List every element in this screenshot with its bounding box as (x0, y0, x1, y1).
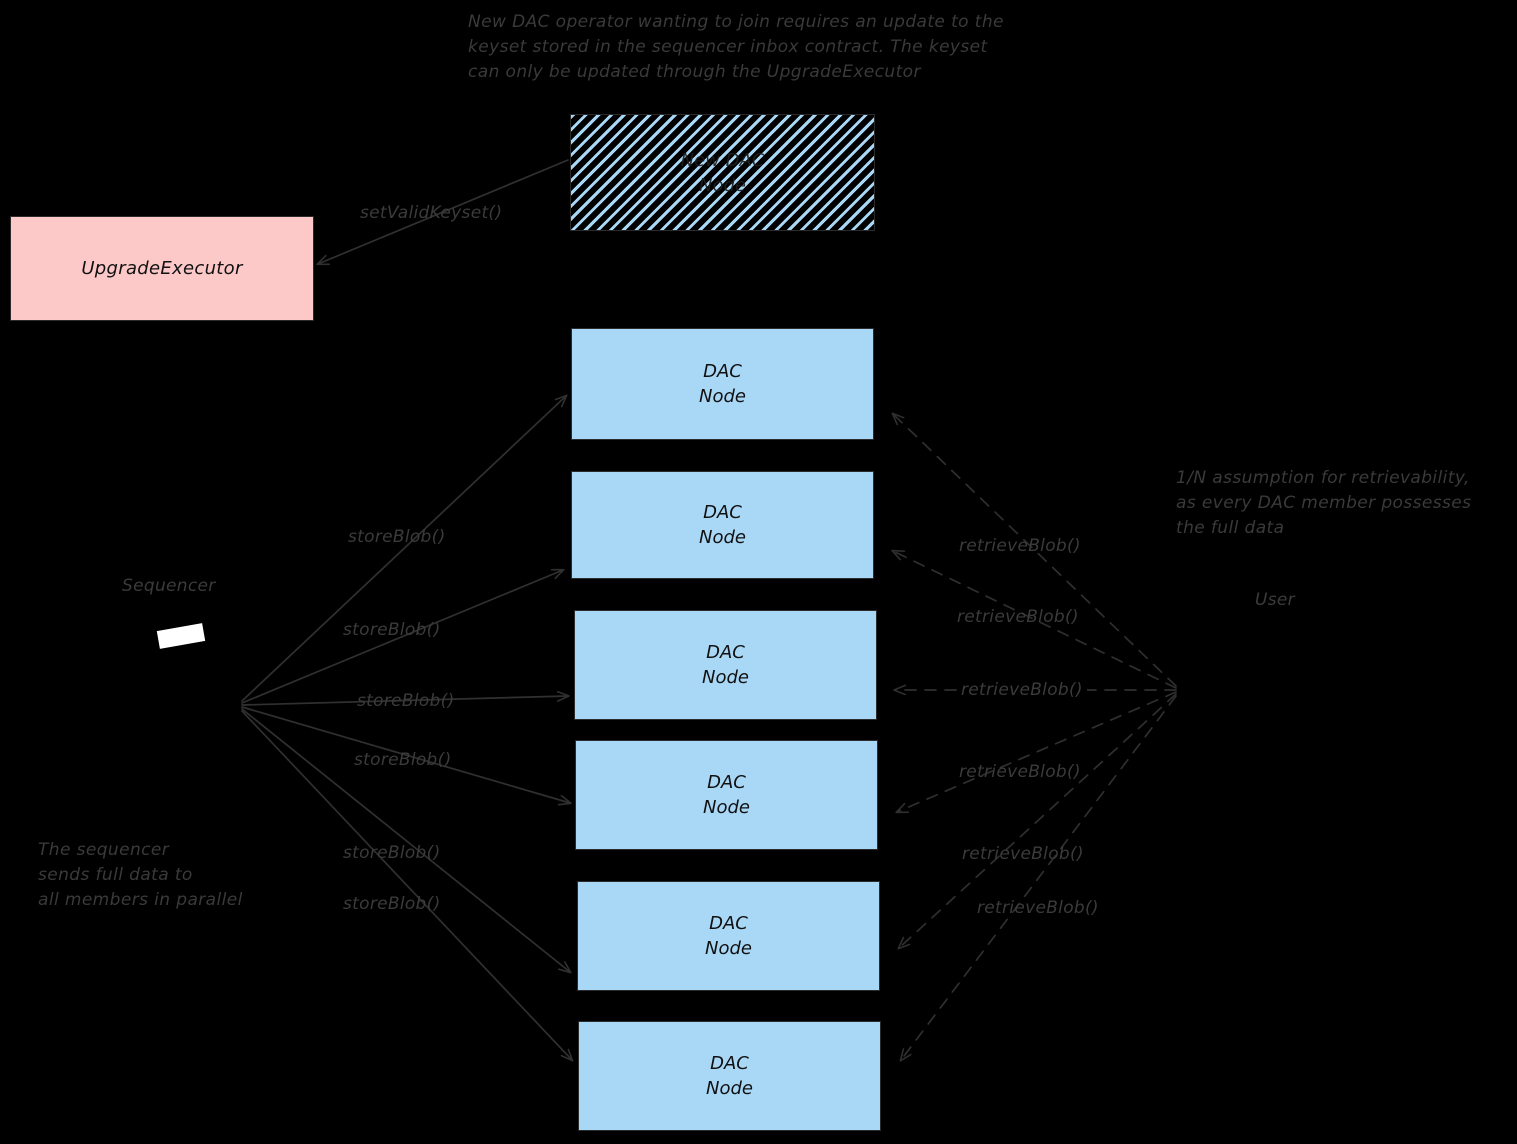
box-upgrade-executor[interactable]: UpgradeExecutor (10, 216, 314, 321)
actor-label-user: User (1255, 590, 1295, 610)
box-dac-node-4-label: DAC Node (703, 772, 750, 818)
box-dac-node-1[interactable]: DAC Node (571, 328, 874, 440)
box-dac-node-1-label: DAC Node (699, 361, 746, 407)
box-dac-node-5-label: DAC Node (705, 913, 752, 959)
box-dac-node-2-label: DAC Node (699, 502, 746, 548)
edge-label-store-blob-4: storeBlob() (354, 750, 452, 770)
edge-label-retrieve-blob-1: retrieveBlob() (959, 536, 1081, 556)
box-new-dac-node-label: New DAC Node (680, 149, 765, 196)
box-dac-node-2[interactable]: DAC Node (571, 471, 874, 579)
note-new-dac-operator: New DAC operator wanting to join require… (468, 12, 1004, 82)
edge-retrieve-blob-4 (897, 691, 1177, 812)
edge-label-set-valid-keyset: setValidKeyset() (360, 203, 503, 223)
edge-label-store-blob-2: storeBlob() (343, 620, 441, 640)
edge-retrieve-blob-6 (901, 695, 1177, 1060)
box-new-dac-node[interactable]: New DAC Node (570, 114, 875, 231)
box-dac-node-3-label: DAC Node (702, 642, 749, 688)
edge-label-store-blob-1: storeBlob() (348, 527, 446, 547)
edge-label-retrieve-blob-3: retrieveBlob() (957, 680, 1087, 700)
box-dac-node-5[interactable]: DAC Node (577, 881, 880, 991)
edge-label-store-blob-5: storeBlob() (343, 843, 441, 863)
actor-label-sequencer: Sequencer (122, 576, 216, 596)
edge-label-retrieve-blob-6: retrieveBlob() (977, 898, 1099, 918)
box-upgrade-executor-label: UpgradeExecutor (81, 258, 243, 279)
box-dac-node-6-label: DAC Node (706, 1053, 753, 1099)
box-dac-node-3[interactable]: DAC Node (574, 610, 877, 720)
edge-label-store-blob-6: storeBlob() (343, 894, 441, 914)
server-icon (156, 623, 206, 649)
edge-label-retrieve-blob-4: retrieveBlob() (959, 762, 1081, 782)
edge-label-retrieve-blob-5: retrieveBlob() (962, 844, 1084, 864)
note-retrievability-assumption: 1/N assumption for retrievability, as ev… (1176, 468, 1472, 538)
edge-label-store-blob-3: storeBlob() (357, 691, 455, 711)
edge-store-blob-1 (241, 396, 566, 702)
box-dac-node-4[interactable]: DAC Node (575, 740, 878, 850)
edge-store-blob-5 (241, 708, 570, 972)
note-sequencer-parallel: The sequencer sends full data to all mem… (38, 840, 243, 910)
box-dac-node-6[interactable]: DAC Node (578, 1021, 881, 1131)
edge-label-retrieve-blob-2: retrieveBlob() (957, 607, 1079, 627)
